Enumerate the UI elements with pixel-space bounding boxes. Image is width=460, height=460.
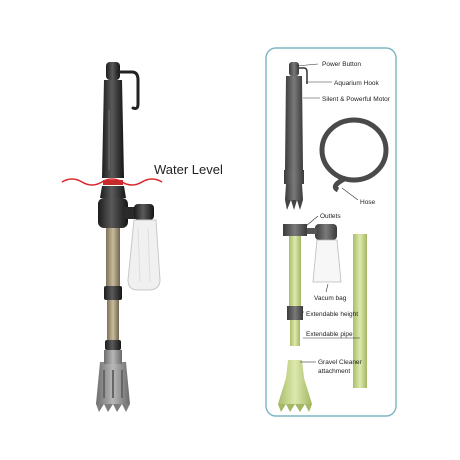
- extendable-pipe-diagram: [353, 234, 367, 388]
- water-level-line: [61, 178, 163, 186]
- power-button-cap: [106, 62, 120, 80]
- aquarium-hook: [116, 70, 140, 110]
- gravel-cleaner-diagram: [278, 360, 312, 404]
- label-aquarium-hook: Aquarium Hook: [334, 80, 380, 87]
- outlet-cap: [134, 204, 154, 220]
- label-power-button: Power Button: [322, 61, 361, 68]
- label-extendable-pipe: Extendable pipe: [306, 331, 353, 338]
- vacuum-bag-diagram: [312, 239, 342, 283]
- extension-tube: [106, 228, 120, 288]
- label-hose: Hose: [360, 199, 376, 206]
- motor-unit-diagram: [285, 76, 303, 170]
- label-extendable-height: Extendable height: [306, 311, 358, 318]
- vacuum-cleaner-photo: Water Level: [61, 62, 223, 412]
- motor-handle: [102, 80, 124, 178]
- label-gravel-cleaner-1: Gravel Cleaner: [318, 359, 363, 366]
- label-outlets: Outlets: [320, 213, 341, 220]
- hose-diagram: [319, 117, 389, 193]
- label-vacuum-bag: Vacum bag: [314, 295, 347, 302]
- vacuum-bag-photo: [127, 219, 161, 291]
- red-band: [103, 180, 123, 185]
- label-gravel-cleaner-2: attachment: [318, 368, 350, 375]
- water-level-label: Water Level: [154, 162, 223, 177]
- parts-diagram: Power Button Aquarium Hook Silent & Powe…: [265, 47, 397, 417]
- label-motor: Silent & Powerful Motor: [322, 96, 391, 103]
